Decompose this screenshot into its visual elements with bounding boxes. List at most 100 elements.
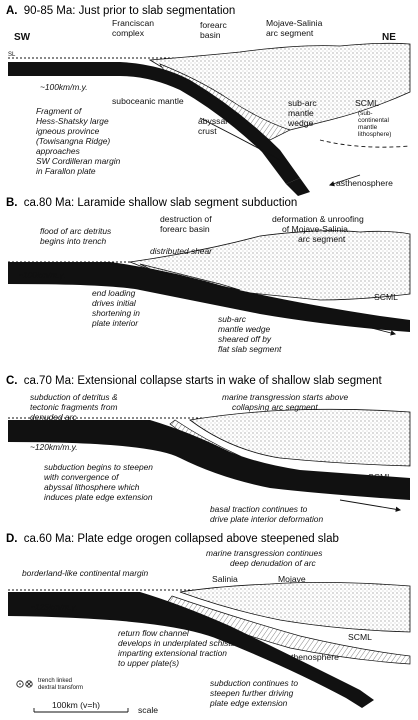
svg-text:return flow channel: return flow channel xyxy=(118,628,190,638)
svg-text:develops in underplated schist: develops in underplated schists xyxy=(118,638,236,648)
rate-b: ~100km/m.y. xyxy=(18,270,66,280)
label-asthenosphere-d: asthenosphere xyxy=(282,652,339,662)
svg-text:Franciscan: Franciscan xyxy=(112,18,154,28)
slab-c xyxy=(8,420,410,500)
asthenosphere-flow-arrow xyxy=(328,174,361,187)
svg-text:collapsing arc segment: collapsing arc segment xyxy=(232,402,318,412)
scale-text: 100km (v=h) xyxy=(52,700,100,710)
rate-a: ~100km/m.y. xyxy=(40,82,88,92)
label-marine-c: marine transgression starts above collap… xyxy=(222,392,348,412)
svg-text:arc segment: arc segment xyxy=(266,28,314,38)
panel-b-title: B. ca.80 Ma: Laramide shallow slab segme… xyxy=(6,197,297,209)
svg-text:destruction of: destruction of xyxy=(160,214,212,224)
label-fragment: Fragment of Hess-Shatsky large igneous p… xyxy=(36,106,121,176)
svg-text:forearc: forearc xyxy=(200,20,227,30)
ne-label: NE xyxy=(382,32,396,43)
label-scml-a: SCML xyxy=(355,98,379,108)
slab-arrow-b xyxy=(339,319,397,336)
svg-text:deformation & unroofing: deformation & unroofing xyxy=(272,214,364,224)
slab-d xyxy=(8,592,374,708)
label-borderland: borderland-like continental margin xyxy=(22,568,149,578)
svg-text:dextral transform: dextral transform xyxy=(38,685,83,691)
label-shear: distributed shear xyxy=(150,246,213,256)
svg-text:tectonic fragments from: tectonic fragments from xyxy=(30,402,118,412)
svg-text:flood of arc detritus: flood of arc detritus xyxy=(40,226,112,236)
scml-base-line xyxy=(319,139,411,148)
svg-text:forearc basin: forearc basin xyxy=(160,224,210,234)
legend-transform-text: trench linked dextral transform xyxy=(38,678,83,691)
svg-text:flat slab segment: flat slab segment xyxy=(218,344,282,354)
svg-text:denuded arc: denuded arc xyxy=(30,412,77,422)
panel-d: D. ca.60 Ma: Plate edge orogen collapsed… xyxy=(6,533,411,708)
lithosphere-base-line xyxy=(199,117,281,161)
label-subarc-b: sub-arc mantle wedge sheared off by flat… xyxy=(218,314,282,354)
scale-word: scale xyxy=(138,705,158,715)
svg-text:imparting extensional traction: imparting extensional traction xyxy=(118,648,227,658)
svg-text:with convergence of: with convergence of xyxy=(44,472,120,482)
slab-arrow-c xyxy=(339,499,402,512)
svg-text:Fragment of: Fragment of xyxy=(36,106,83,116)
label-steepen-d: subduction continues to steepen further … xyxy=(209,678,298,708)
svg-text:continental: continental xyxy=(358,117,389,124)
label-subduction-detritus: subduction of detritus & tectonic fragme… xyxy=(30,392,118,422)
label-endload: end loading drives initial shortening in… xyxy=(91,288,140,328)
svg-text:subduction of detritus &: subduction of detritus & xyxy=(30,392,118,402)
svg-text:steepen further driving: steepen further driving xyxy=(210,688,294,698)
label-return-flow: return flow channel develops in underpla… xyxy=(118,628,236,668)
svg-text:abyssal: abyssal xyxy=(198,116,227,126)
svg-text:abyssal lithosphere which: abyssal lithosphere which xyxy=(44,482,140,492)
svg-text:deep denudation of arc: deep denudation of arc xyxy=(230,558,316,568)
sw-label: SW xyxy=(14,32,31,43)
label-abyssal: abyssal crust xyxy=(198,116,227,136)
svg-text:trench linked: trench linked xyxy=(38,678,72,684)
label-deformation: deformation & unroofing of Mojave-Salini… xyxy=(272,214,364,244)
svg-text:arc segment: arc segment xyxy=(298,234,346,244)
oceanic-slab xyxy=(8,62,300,184)
label-franciscan: Franciscan complex xyxy=(112,18,154,38)
flat-slab-b xyxy=(8,262,410,332)
svg-text:Hess-Shatsky large: Hess-Shatsky large xyxy=(36,116,109,126)
svg-text:Mojave-Salinia: Mojave-Salinia xyxy=(266,18,323,28)
svg-text:wedge: wedge xyxy=(287,118,314,128)
svg-text:drive plate interior deformati: drive plate interior deformation xyxy=(210,514,323,524)
svg-text:SW Cordilleran margin: SW Cordilleran margin xyxy=(36,156,121,166)
svg-text:basal traction continues to: basal traction continues to xyxy=(210,504,308,514)
svg-text:mantle: mantle xyxy=(288,108,314,118)
svg-text:sub-arc: sub-arc xyxy=(218,314,247,324)
label-mojave: Mojave xyxy=(278,574,306,584)
upper-plate-stipple-d xyxy=(179,582,411,633)
svg-text:(Towisangna Ridge): (Towisangna Ridge) xyxy=(36,136,110,146)
panel-a-title: A. 90-85 Ma: Just prior to slab segmenta… xyxy=(6,5,235,17)
label-forearc: forearc basin xyxy=(200,20,227,40)
svg-text:marine transgression starts ab: marine transgression starts above xyxy=(222,392,348,402)
svg-text:crust: crust xyxy=(198,126,217,136)
svg-text:of Mojave-Salinia: of Mojave-Salinia xyxy=(282,224,348,234)
legend: trench linked dextral transform 100km (v… xyxy=(16,678,158,715)
panel-a-title-text: 90-85 Ma: Just prior to slab segmentatio… xyxy=(24,5,236,17)
svg-text:mantle wedge: mantle wedge xyxy=(218,324,270,334)
label-steepen-c: subduction begins to steepen with conver… xyxy=(44,462,153,502)
panel-a: A. 90-85 Ma: Just prior to slab segmenta… xyxy=(6,5,411,196)
label-arc: Mojave-Salinia arc segment xyxy=(266,18,323,38)
label-scml-c: SCML xyxy=(368,472,392,482)
svg-text:igneous province: igneous province xyxy=(36,126,100,136)
svg-text:lithosphere): lithosphere) xyxy=(358,131,391,138)
label-asthenosphere-a: asthenosphere xyxy=(336,178,393,188)
label-subarc-a: sub-arc mantle wedge xyxy=(287,98,317,128)
svg-text:plate interior: plate interior xyxy=(91,318,139,328)
label-salinia: Salinia xyxy=(212,574,238,584)
panel-c: C. ca.70 Ma: Extensional collapse starts… xyxy=(6,375,411,524)
label-flood: flood of arc detritus begins into trench xyxy=(40,226,112,246)
label-suboceanic: suboceanic mantle xyxy=(112,96,184,106)
svg-text:induces plate edge extension: induces plate edge extension xyxy=(44,492,153,502)
svg-text:marine transgression continues: marine transgression continues xyxy=(206,548,323,558)
upper-plate-stipple-c xyxy=(189,408,411,467)
slab-tip xyxy=(286,178,310,196)
svg-text:complex: complex xyxy=(112,28,145,38)
svg-text:(sub-: (sub- xyxy=(358,110,373,117)
rate-c: ~120km/m.y. xyxy=(30,442,78,452)
svg-text:shortening in: shortening in xyxy=(92,308,140,318)
panel-c-title: C. ca.70 Ma: Extensional collapse starts… xyxy=(6,375,382,387)
label-destruction: destruction of forearc basin xyxy=(160,214,212,234)
